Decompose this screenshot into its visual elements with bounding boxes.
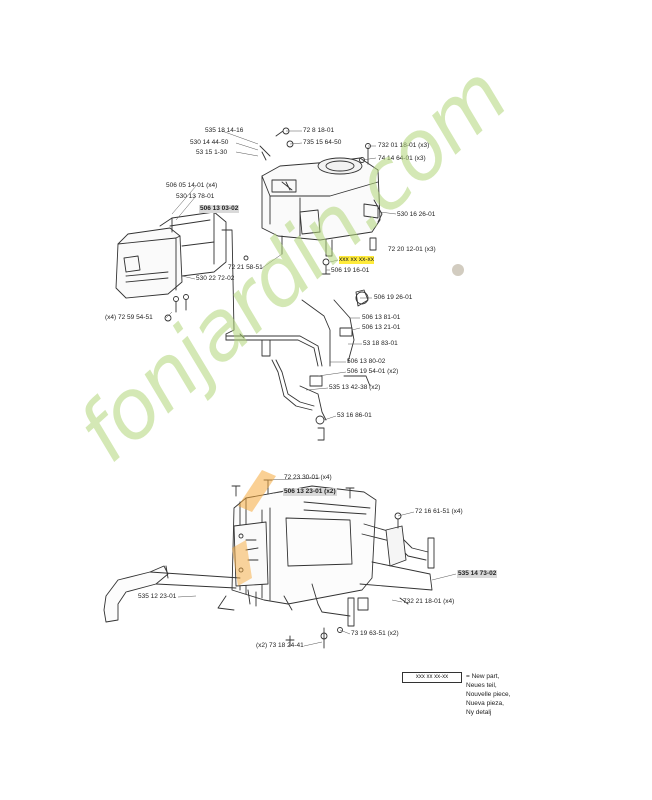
part-label: 535 18 14-16 [205, 127, 244, 134]
part-label: 72 16 61-51 (x4) [415, 508, 463, 515]
legend-line: Nouvelle piece, [466, 691, 511, 698]
part-label: 74 14 64-01 (x3) [378, 155, 426, 162]
part-label: 506 19 54-01 (x2) [347, 368, 399, 375]
part-label: 530 16 26-01 [397, 211, 436, 218]
part-label: 72 21 58-51 [228, 264, 263, 271]
battery-assembly [115, 211, 227, 313]
front-handle-bar [103, 565, 241, 623]
part-label: 506 19 26-01 [374, 294, 413, 301]
part-label: (x2) 73 18 24-41 [256, 642, 304, 649]
engine-unit [261, 157, 381, 257]
part-label: 72 20 12-01 (x3) [388, 246, 436, 253]
part-label: 530 14 44-50 [190, 139, 229, 146]
legend-line: Neues teil, [466, 682, 497, 689]
new-part-label: 506 13 03-02 [199, 205, 240, 213]
part-label: 506 05 14-01 (x4) [166, 182, 218, 189]
chassis-frame [231, 485, 435, 627]
part-label: 530 22 72-02 [196, 275, 235, 282]
part-label: 72 23 30-01 (x4) [284, 474, 332, 481]
part-label: 732 21 18-01 (x4) [403, 598, 455, 605]
legend-line: Nueva pieza, [466, 700, 504, 707]
part-label: 506 19 16-01 [331, 267, 370, 274]
part-label: (x4) 72 59 54-51 [105, 314, 153, 321]
part-label: 506 13 21-01 [362, 324, 401, 331]
new-part-label: 506 13 23-01 (x2) [283, 488, 337, 496]
legend-sample-box: xxx xx xx-xx [402, 672, 462, 683]
part-label: 535 13 42-38 (x2) [329, 384, 381, 391]
leader-lines [165, 130, 457, 647]
part-label: 73 19 63-51 (x2) [351, 630, 399, 637]
new-part-label-highlighted: xxx xx xx-xx [339, 256, 375, 264]
legend-line: = New part, [466, 673, 500, 680]
legend-line: Ny detalj [466, 709, 492, 716]
new-part-label: 535 14 73-02 [457, 570, 498, 578]
part-label: 732 01 18-01 (x3) [378, 142, 430, 149]
part-label: 506 13 80-02 [347, 358, 386, 365]
part-label: 735 15 64-50 [303, 139, 342, 146]
part-label: 72 8 18-01 [303, 127, 335, 134]
part-label: 53 15 1-30 [196, 149, 228, 156]
part-label: 530 13 78-01 [176, 193, 215, 200]
part-label: 53 18 83-01 [363, 340, 398, 347]
part-label: 53 16 86-01 [337, 412, 372, 419]
bracket-and-tubes [221, 229, 371, 441]
part-label: 506 13 81-01 [362, 314, 401, 321]
part-label: 535 12 23-01 [138, 593, 177, 600]
